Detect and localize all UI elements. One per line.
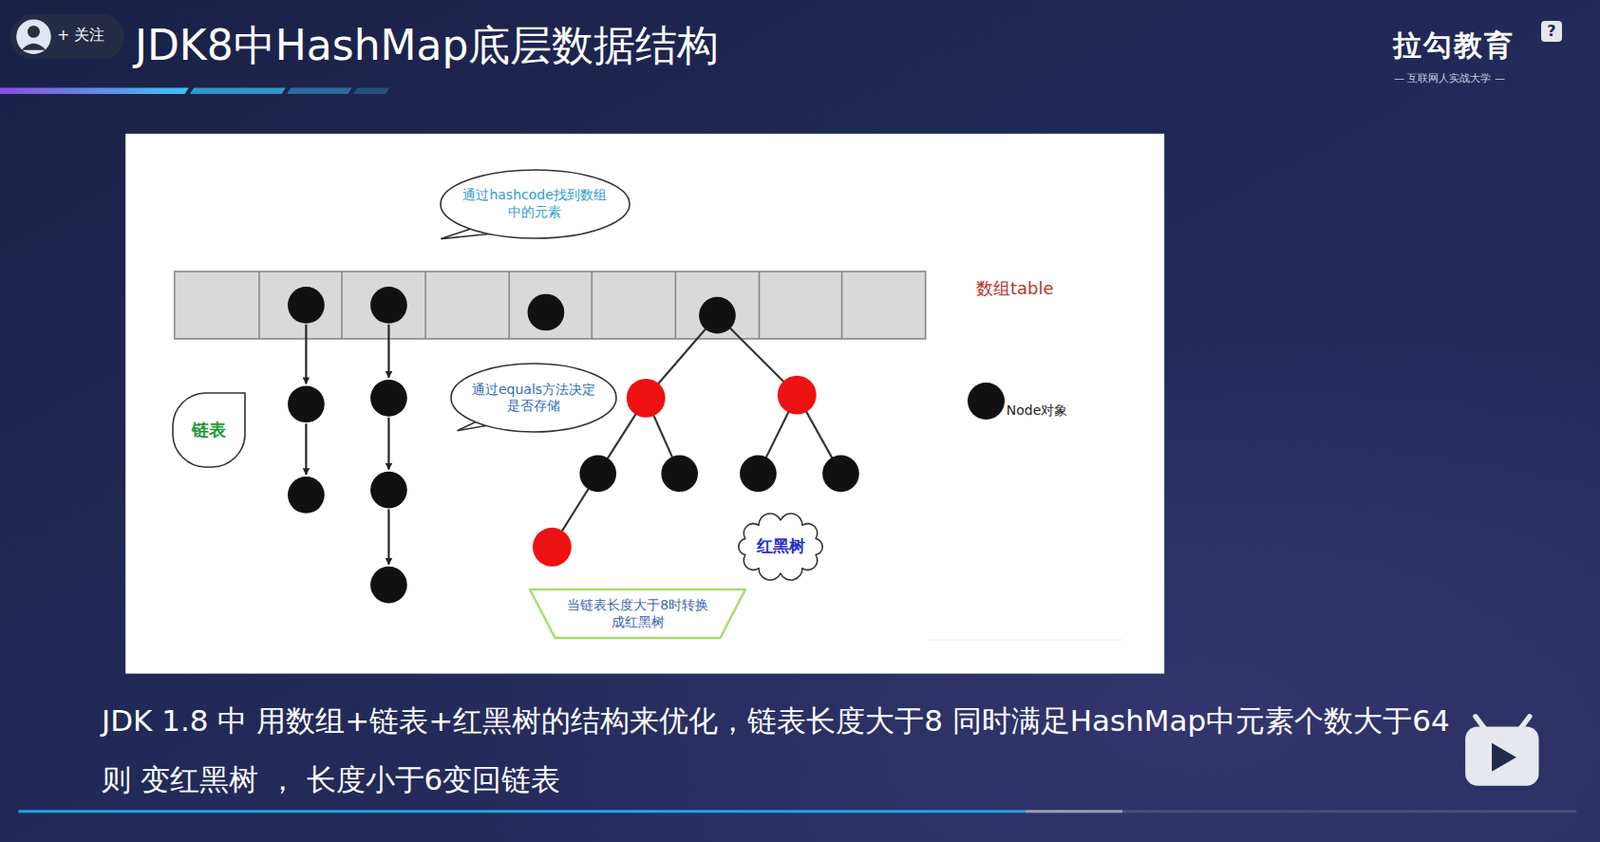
- callout-bubble: 通过equals方法决定是否存储: [450, 362, 618, 433]
- node-circle: [370, 566, 408, 604]
- slide-caption: JDK 1.8 中 用数组+链表+红黑树的结构来优化，链表长度大于8 同时满足H…: [101, 691, 1450, 810]
- banner-tag: 当链表长度大于8时转换成红黑树: [528, 588, 747, 640]
- avatar: [16, 18, 52, 55]
- avatar-head: [27, 25, 40, 38]
- list-arrow: [387, 417, 390, 471]
- list-arrow: [304, 324, 307, 384]
- title-bar: [0, 87, 189, 94]
- title-bar-segment: [286, 87, 353, 94]
- avatar-body: [21, 43, 47, 51]
- node-text: 通过hashcode找到数组中的元素: [457, 187, 612, 221]
- node-circle: [370, 379, 408, 417]
- array-cell-divider: [508, 271, 510, 339]
- legend-sample: [967, 382, 1005, 420]
- node-text: 红黑树: [756, 536, 806, 557]
- array-cell-divider: [841, 271, 844, 339]
- node-circle: [660, 455, 698, 493]
- follow-pill: [10, 14, 125, 59]
- linked-list-tag: 链表: [171, 392, 246, 469]
- node-shape: [529, 589, 746, 639]
- node-text: 链表: [191, 419, 226, 442]
- node-shape: [172, 393, 245, 468]
- list-arrow: [304, 423, 307, 475]
- node-text: 通过equals方法决定是否存储: [467, 381, 601, 415]
- node-text: 当链表长度大于8时转换成红黑树: [565, 597, 711, 631]
- progress-track: [1122, 809, 1577, 813]
- node-circle: [579, 455, 617, 493]
- brand-slogan: — 互联网人实战大学 —: [1393, 72, 1506, 85]
- node-circle: [822, 455, 860, 493]
- slide-title: JDK8中HashMap底层数据结构: [134, 20, 719, 72]
- title-bar-segment: [189, 87, 286, 94]
- legend-item: Node对象: [967, 382, 1069, 420]
- node-circle: [370, 286, 408, 324]
- node-circle: [287, 385, 325, 423]
- array-cell-divider: [758, 271, 761, 339]
- title-bar-segment: [353, 87, 391, 94]
- help-icon: ?: [1541, 20, 1563, 42]
- progress-buffer: [1025, 809, 1123, 813]
- list-arrow: [387, 509, 390, 565]
- array-cell-divider: [675, 271, 678, 339]
- array-table: [174, 271, 926, 339]
- node-shape: [738, 513, 823, 581]
- node-shape: [440, 169, 630, 239]
- list-arrow: [387, 324, 390, 378]
- array-label: 数组table: [976, 278, 1055, 300]
- diagram-panel: [125, 133, 1165, 675]
- array-cell-divider: [590, 271, 593, 339]
- node-circle: [698, 297, 736, 335]
- progress-bar: [18, 809, 1026, 813]
- red-node-circle: [532, 527, 572, 567]
- red-node-circle: [777, 376, 817, 415]
- legend-text: Node对象: [1006, 402, 1069, 420]
- node-circle: [287, 286, 325, 324]
- follow-button-text: + 关注: [56, 25, 106, 44]
- array-cell-divider: [424, 271, 427, 339]
- brand-logo: 拉勾教育: [1392, 28, 1515, 63]
- node-circle: [370, 471, 408, 509]
- red-node-circle: [626, 378, 666, 418]
- node-circle: [287, 476, 325, 514]
- node-circle: [527, 294, 565, 332]
- callout-bubble: 通过hashcode找到数组中的元素: [439, 169, 631, 240]
- array-cell-divider: [258, 271, 261, 339]
- tv-icon-play: [1491, 743, 1517, 772]
- tv-icon: [1465, 727, 1539, 787]
- panel-mark: [928, 640, 1123, 641]
- array-cell-divider: [340, 271, 343, 339]
- cloud-tag: 红黑树: [733, 508, 829, 585]
- node-circle: [739, 455, 777, 493]
- node-shape: [451, 363, 617, 433]
